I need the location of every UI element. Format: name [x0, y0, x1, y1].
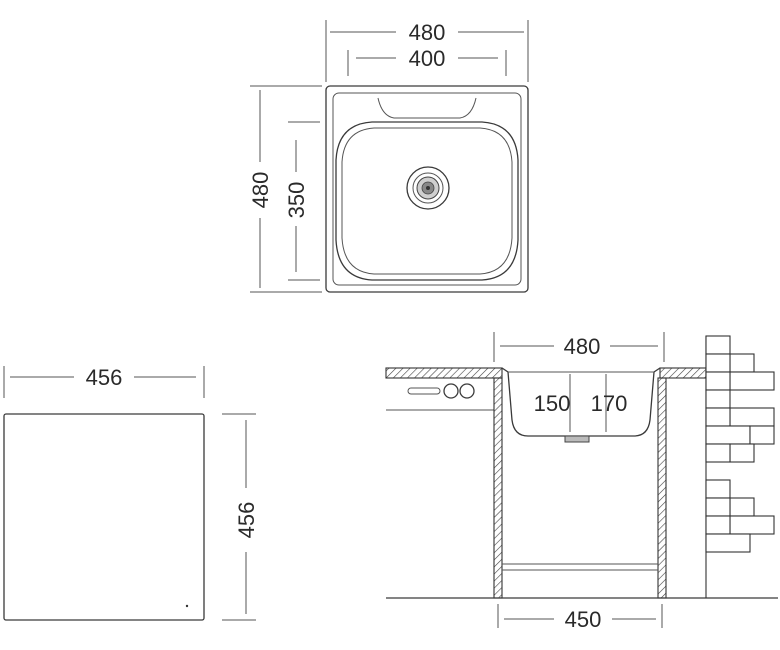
dim-top-height-inner: 350 [284, 121, 320, 281]
dim-top-width-outer: 480 [325, 20, 529, 82]
cabinet-wall-left [493, 377, 503, 599]
dim-label-456-width: 456 [86, 365, 123, 390]
dim-top-height-outer: 480 [248, 85, 322, 293]
drain-section [564, 435, 590, 443]
dim-section-width-top: 480 [493, 332, 665, 362]
sink-rim-outline [325, 85, 529, 293]
dim-label-400: 400 [409, 46, 446, 71]
drain-icon [406, 166, 450, 210]
dim-label-150: 150 [534, 391, 571, 416]
faucet-ledge [377, 97, 477, 119]
dim-label-480-section: 480 [564, 334, 601, 359]
bowl-inner-outline [341, 127, 513, 275]
section-view: 150 170 480 450 [385, 332, 778, 632]
top-view: 480 400 480 350 [248, 20, 529, 293]
brick-wall [705, 335, 775, 598]
dim-label-480-top: 480 [409, 20, 446, 45]
dim-cutout-height: 456 [222, 413, 259, 621]
cutout-view: 456 456 [3, 365, 259, 621]
dim-section-width-bottom: 450 [497, 604, 663, 632]
dim-label-480-left: 480 [248, 172, 273, 209]
dim-label-350: 350 [284, 182, 309, 219]
sink-bowl-section [501, 367, 661, 437]
cutout-outline [3, 413, 205, 621]
countertop-right [659, 367, 707, 379]
dim-label-450: 450 [565, 607, 602, 632]
appliance-knobs-icon [407, 383, 475, 399]
countertop-left [385, 367, 503, 379]
dim-label-170: 170 [591, 391, 628, 416]
dim-cutout-width: 456 [3, 365, 205, 398]
sink-rim-inner-outline [332, 92, 522, 286]
cabinet-wall-right [657, 377, 667, 599]
dim-label-456-height: 456 [234, 502, 259, 539]
bowl-outline [335, 121, 519, 281]
dim-top-width-inner: 400 [347, 46, 507, 76]
